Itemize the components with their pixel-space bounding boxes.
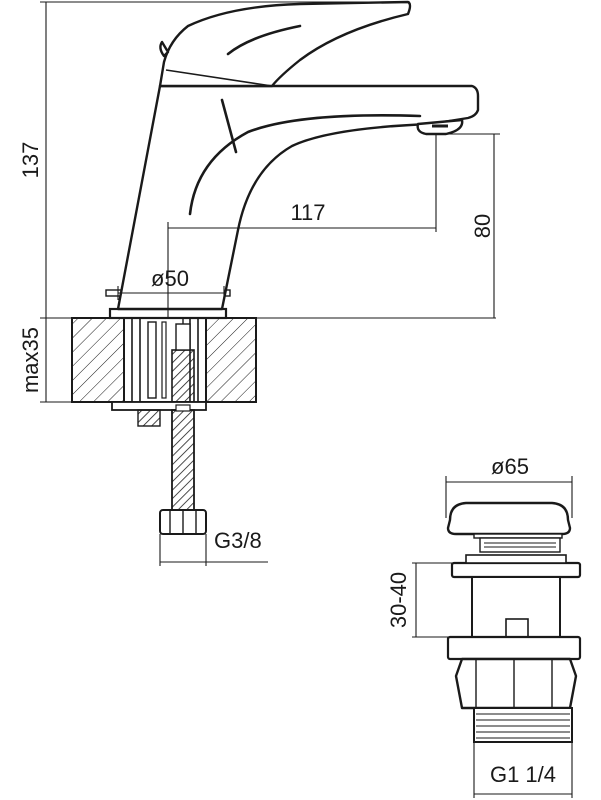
waste-cap [446, 501, 572, 553]
dim-supply-thread-label: G3/8 [214, 528, 262, 553]
dim-waste-diameter: ø65 [445, 454, 573, 518]
dim-waste-thread-label: G1 1/4 [490, 762, 556, 787]
waste-tail [473, 707, 573, 743]
dim-spout-height: 80 [448, 133, 500, 318]
faucet-drawing: 137 max35 ø50 117 80 [18, 0, 500, 566]
dim-base-diameter-label: ø50 [151, 266, 189, 291]
waste-flange [450, 554, 582, 579]
dim-spout-reach: 117 [167, 134, 437, 318]
dim-waste-thread: G1 1/4 [473, 742, 573, 798]
fixing-plate [111, 401, 207, 427]
dim-mount-thickness: max35 [18, 318, 72, 403]
mounting-shank [131, 317, 199, 403]
waste-nut [446, 635, 582, 710]
dim-spout-reach-label: 117 [290, 200, 325, 225]
dim-height-total-label: 137 [18, 142, 43, 179]
dim-mount-thickness-label: max35 [18, 327, 43, 393]
dim-spout-height-label: 80 [470, 214, 495, 238]
dim-waste-diameter-label: ø65 [491, 454, 529, 479]
dim-height-total: 137 [18, 1, 496, 319]
lever-handle [158, 0, 412, 88]
dim-waste-height: 30-40 [386, 562, 452, 638]
dim-supply-thread: G3/8 [159, 528, 268, 566]
waste-body [471, 576, 561, 638]
supply-hose [171, 404, 195, 511]
faucet-body [116, 84, 480, 311]
waste-drawing: ø65 30-40 G1 1/4 [386, 454, 582, 798]
dim-base-diameter: ø50 [117, 266, 225, 300]
dim-waste-height-label: 30-40 [386, 572, 411, 628]
supply-nut [159, 509, 207, 535]
